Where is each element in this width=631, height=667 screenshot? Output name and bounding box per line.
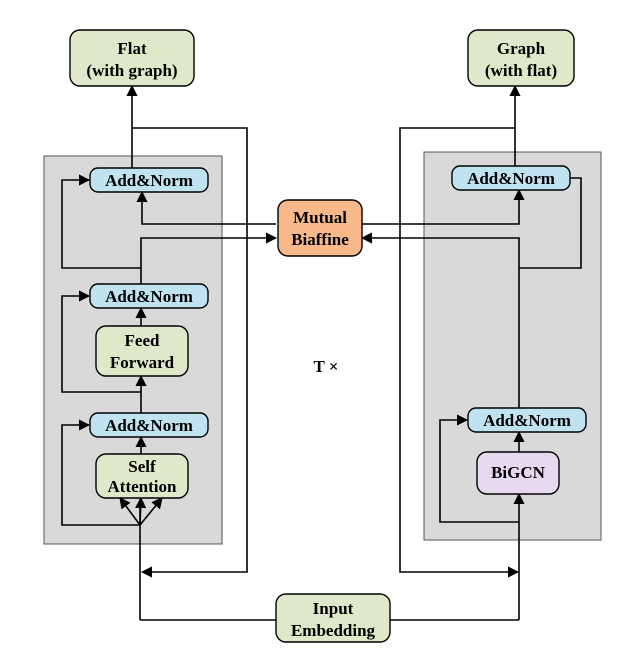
self-attention-line2: Attention <box>108 477 177 496</box>
bigcn-box <box>476 451 560 495</box>
graph-output-line2: (with flat) <box>485 61 557 80</box>
left-add-norm-mid <box>89 283 209 309</box>
feed-forward-box <box>95 325 189 377</box>
self-attention-box <box>95 453 189 499</box>
connector-lines <box>61 84 582 621</box>
left-add-norm-mid-label: Add&Norm <box>105 287 193 306</box>
left-add-norm-low-label: Add&Norm <box>105 416 193 435</box>
feed-forward-line1: Feed <box>125 331 160 350</box>
input-embedding-box <box>275 593 391 643</box>
flat-output-box <box>69 29 195 87</box>
input-embedding-line2: Embedding <box>291 621 376 640</box>
flat-output-line2: (with graph) <box>86 61 177 80</box>
self-attention-line1: Self <box>128 457 156 476</box>
feed-forward-line2: Forward <box>110 353 175 372</box>
flat-output-line1: Flat <box>117 39 147 58</box>
left-add-norm-top <box>89 167 209 193</box>
right-add-norm-low-label: Add&Norm <box>483 411 571 430</box>
right-add-norm-low <box>467 407 587 433</box>
input-embedding-line1: Input <box>313 599 354 618</box>
left-add-norm-low <box>89 412 209 438</box>
right-add-norm-top <box>451 165 571 191</box>
right-add-norm-top-label: Add&Norm <box>467 169 555 188</box>
left-add-norm-top-label: Add&Norm <box>105 171 193 190</box>
graph-output-line1: Graph <box>497 39 546 58</box>
bigcn-label: BiGCN <box>491 463 546 482</box>
mutual-biaffine-line2: Biaffine <box>291 230 349 249</box>
repeat-label: T × <box>314 357 339 376</box>
mutual-biaffine-box <box>277 199 363 257</box>
mutual-biaffine-line1: Mutual <box>293 208 347 227</box>
graph-output-box <box>467 29 575 87</box>
